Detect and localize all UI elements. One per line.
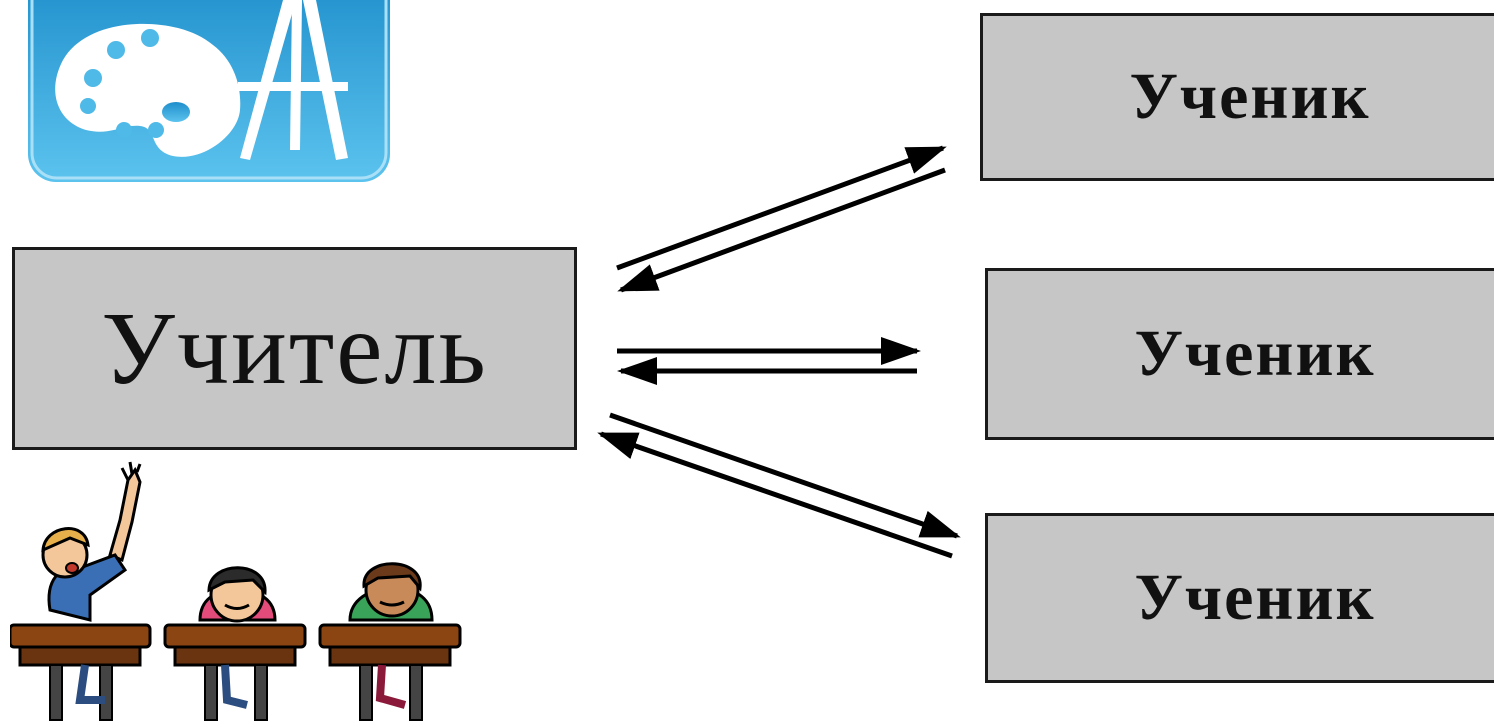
student-box-2: Ученик <box>985 268 1494 440</box>
student-label-2: Ученик <box>1134 317 1376 390</box>
student-girl <box>163 566 307 721</box>
student-box-1: Ученик <box>980 13 1494 181</box>
student-label-1: Ученик <box>1129 60 1371 133</box>
student-boy <box>318 562 462 721</box>
arrow-to-student-3 <box>609 412 961 539</box>
teacher-box: Учитель <box>12 247 577 450</box>
art-palette-icon <box>28 0 390 182</box>
students-at-desks-clipart <box>10 461 462 721</box>
arrow-to-student-1 <box>616 145 947 271</box>
student-label-3: Ученик <box>1134 561 1376 634</box>
arrow-from-student-1 <box>617 167 946 293</box>
arrow-from-student-3 <box>597 431 953 559</box>
student-box-3: Ученик <box>985 513 1494 683</box>
student-raising-hand <box>10 461 152 721</box>
teacher-label: Учитель <box>101 291 488 406</box>
